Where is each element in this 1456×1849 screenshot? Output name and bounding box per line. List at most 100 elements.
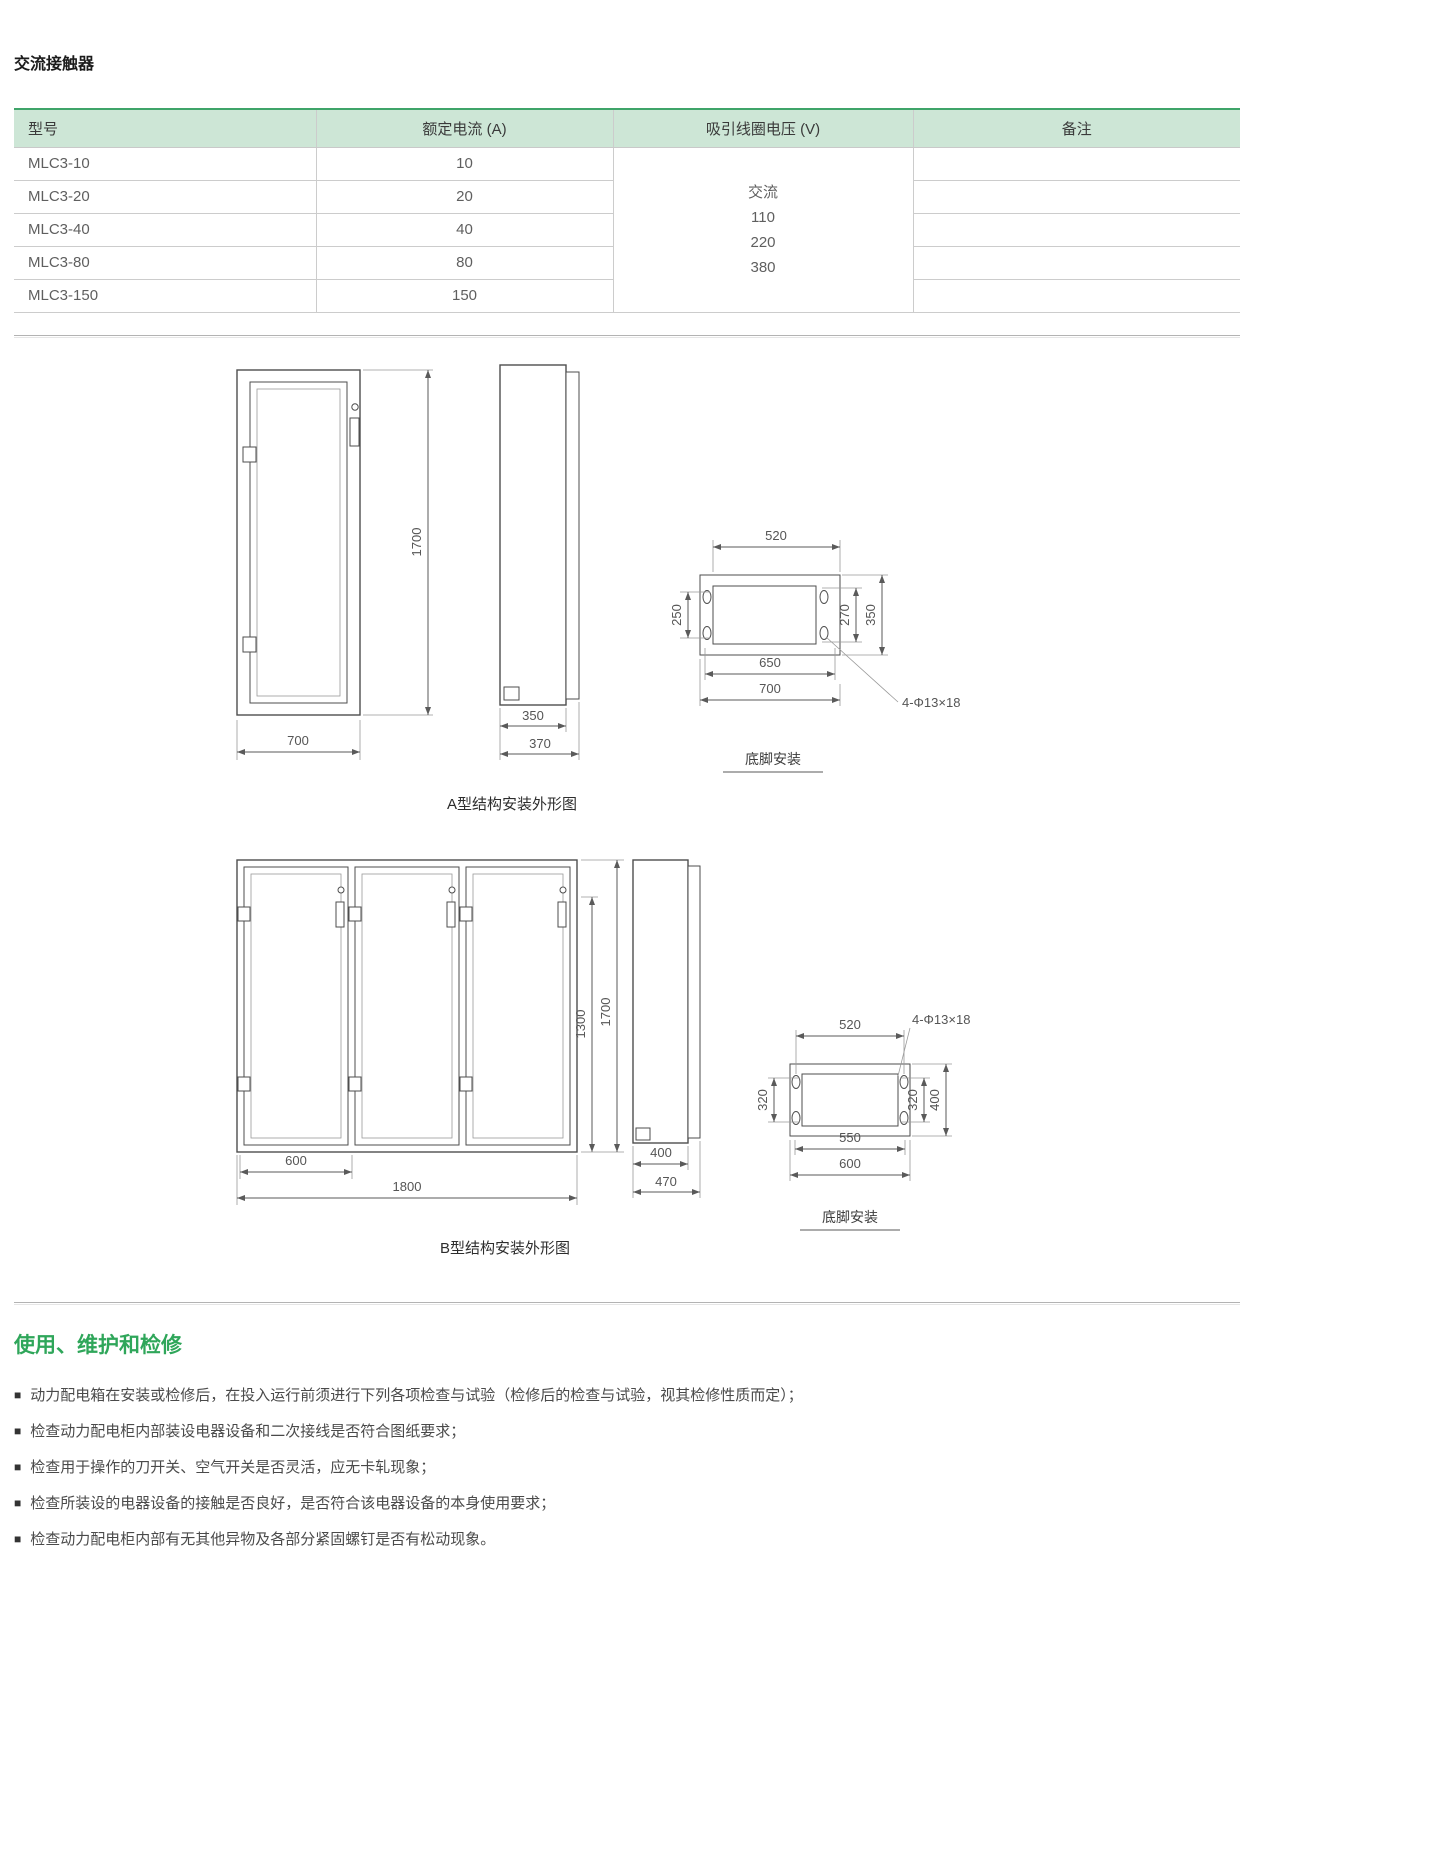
hole-spec-label: 4-Φ13×18	[912, 1012, 970, 1027]
drawing-a: 1700 700 350 370 520	[236, 363, 960, 813]
list-item: ■ 检查动力配电柜内部有无其他异物及各部分紧固螺钉是否有松动现象。	[14, 1529, 1256, 1550]
dim-b-door-height: 1300	[573, 1009, 588, 1038]
current-cell: 10	[315, 147, 613, 181]
dim-b-fp-bottom-outer: 600	[839, 1156, 861, 1171]
lock-icon	[337, 886, 345, 893]
bullet-text: 检查动力配电柜内部有无其他异物及各部分紧固螺钉是否有松动现象。	[30, 1530, 496, 1548]
hinge-icon	[459, 1076, 473, 1091]
cabinet-a-door	[249, 381, 348, 703]
bullet-square-icon: ■	[14, 1423, 22, 1438]
hinge-icon	[348, 906, 362, 921]
model-cell: MLC3-20	[14, 180, 316, 214]
mounting-hole-icon	[819, 625, 829, 640]
dim-b-fp-bottom-inner: 550	[839, 1130, 861, 1145]
remark-cell	[912, 180, 1240, 214]
model-cell: MLC3-80	[14, 246, 316, 280]
handle-icon	[446, 901, 456, 927]
dim-b-fp-top: 520	[839, 1017, 861, 1032]
dim-b-side-total: 470	[655, 1174, 677, 1189]
mounting-hole-icon	[791, 1110, 801, 1125]
bullet-text: 检查用于操作的刀开关、空气开关是否灵活，应无卡轧现象；	[30, 1458, 436, 1476]
mounting-hole-icon	[819, 589, 829, 604]
cabinet-b-door	[243, 866, 349, 1145]
section-heading: 使用、维护和检修	[14, 1333, 182, 1357]
table-header-row: 型号 额定电流 (A) 吸引线圈电压 (V) 备注	[14, 108, 1240, 148]
bullet-text: 动力配电箱在安装或检修后，在投入运行前须进行下列各项检查与试验（检修后的检查与试…	[30, 1386, 803, 1404]
col-header-voltage: 吸引线圈电压 (V)	[612, 108, 913, 148]
remark-cell	[912, 147, 1240, 181]
dim-b-height: 1700	[598, 997, 613, 1026]
current-cell: 80	[315, 246, 613, 280]
bullet-square-icon: ■	[14, 1531, 22, 1546]
dim-a-fp-bottom-inner: 650	[759, 655, 781, 670]
dim-a-side-total: 370	[529, 736, 551, 751]
hole-spec-label: 4-Φ13×18	[902, 695, 960, 710]
cabinet-a-side-view	[499, 363, 580, 706]
current-cell: 40	[315, 213, 613, 247]
hinge-icon	[242, 446, 257, 462]
content-column: 交流接触器 型号 额定电流 (A) 吸引线圈电压 (V) 备注 MLC3-10 …	[0, 0, 1256, 313]
cabinet-b-dimensions: 1300 1700 600 1800 400 470	[236, 859, 701, 1205]
dim-b-fp-left: 320	[755, 1089, 770, 1111]
section-divider	[14, 1301, 1240, 1305]
table-row: MLC3-10 10 交流 110 220 380	[14, 147, 1240, 313]
lock-icon	[559, 886, 567, 893]
list-item: ■ 检查用于操作的刀开关、空气开关是否灵活，应无卡轧现象；	[14, 1457, 1256, 1478]
dim-a-fp-bottom-outer: 700	[759, 681, 781, 696]
cabinet-b-footprint: 520 4-Φ13×18 320 320 400 550 600 底脚安装	[755, 1012, 970, 1230]
coil-voltage-cell: 交流 110 220 380	[612, 147, 913, 313]
dim-b-width: 1800	[393, 1179, 422, 1194]
current-cell: 20	[315, 180, 613, 214]
model-cell: MLC3-150	[14, 279, 316, 313]
hinge-icon	[348, 1076, 362, 1091]
bullet-square-icon: ■	[14, 1495, 22, 1510]
footprint-b-label: 底脚安装	[822, 1209, 878, 1225]
cabinet-a-front-view	[236, 368, 361, 716]
list-item: ■ 动力配电箱在安装或检修后，在投入运行前须进行下列各项检查与试验（检修后的检查…	[14, 1385, 1256, 1406]
drawing-a-caption: A型结构安装外形图	[447, 796, 577, 813]
table-row: MLC3-80 80	[14, 246, 1240, 280]
dim-b-fp-right-outer: 400	[927, 1089, 942, 1111]
remark-cell	[912, 213, 1240, 247]
remark-cell	[912, 279, 1240, 313]
cabinet-b-door	[465, 866, 571, 1145]
drawing-b: 1300 1700 600 1800 400 470	[236, 858, 970, 1257]
drawing-b-caption: B型结构安装外形图	[440, 1240, 570, 1257]
bullet-list: ■ 动力配电箱在安装或检修后，在投入运行前须进行下列各项检查与试验（检修后的检查…	[14, 1385, 1256, 1550]
dim-a-side-depth: 350	[522, 708, 544, 723]
cabinet-b-side-view	[632, 858, 701, 1144]
col-header-remark: 备注	[912, 108, 1240, 148]
dim-a-height: 1700	[409, 527, 424, 556]
mounting-hole-icon	[791, 1074, 801, 1089]
cabinet-a-dimensions: 1700 700 350 370	[236, 369, 580, 760]
lock-icon	[448, 886, 456, 893]
table-row: MLC3-20 20	[14, 180, 1240, 214]
cabinet-a-side-outline	[499, 363, 567, 706]
footprint-b-inner	[801, 1073, 899, 1126]
mounting-hole-icon	[702, 625, 712, 640]
handle-icon	[335, 901, 345, 927]
bullet-square-icon: ■	[14, 1387, 22, 1402]
hinge-icon	[459, 906, 473, 921]
maintenance-section: 使用、维护和检修 ■ 动力配电箱在安装或检修后，在投入运行前须进行下列各项检查与…	[0, 1329, 1256, 1550]
dim-a-width: 700	[287, 733, 309, 748]
mounting-hole-icon	[899, 1110, 909, 1125]
voltage-line: 380	[750, 258, 776, 276]
bullet-text: 检查所装设的电器设备的接触是否良好，是否符合该电器设备的本身使用要求；	[30, 1494, 556, 1512]
section-divider	[14, 334, 1240, 338]
lock-icon	[351, 402, 359, 411]
dim-a-fp-left: 250	[669, 604, 684, 626]
col-header-current: 额定电流 (A)	[315, 108, 613, 148]
dim-b-fp-right-inner: 320	[905, 1089, 920, 1111]
bullet-square-icon: ■	[14, 1459, 22, 1474]
footprint-a-label: 底脚安装	[745, 751, 801, 767]
table-row: MLC3-40 40	[14, 213, 1240, 247]
hinge-icon	[242, 636, 257, 652]
table-row: MLC3-150 150	[14, 279, 1240, 313]
cabinet-a-footprint: 520 250 270 350 650 700 4-Φ13×18 底脚安装	[669, 528, 960, 772]
footprint-a-inner	[712, 585, 817, 644]
model-cell: MLC3-10	[14, 147, 316, 181]
cabinet-b-side-outline	[632, 858, 689, 1144]
remark-cell	[912, 246, 1240, 280]
